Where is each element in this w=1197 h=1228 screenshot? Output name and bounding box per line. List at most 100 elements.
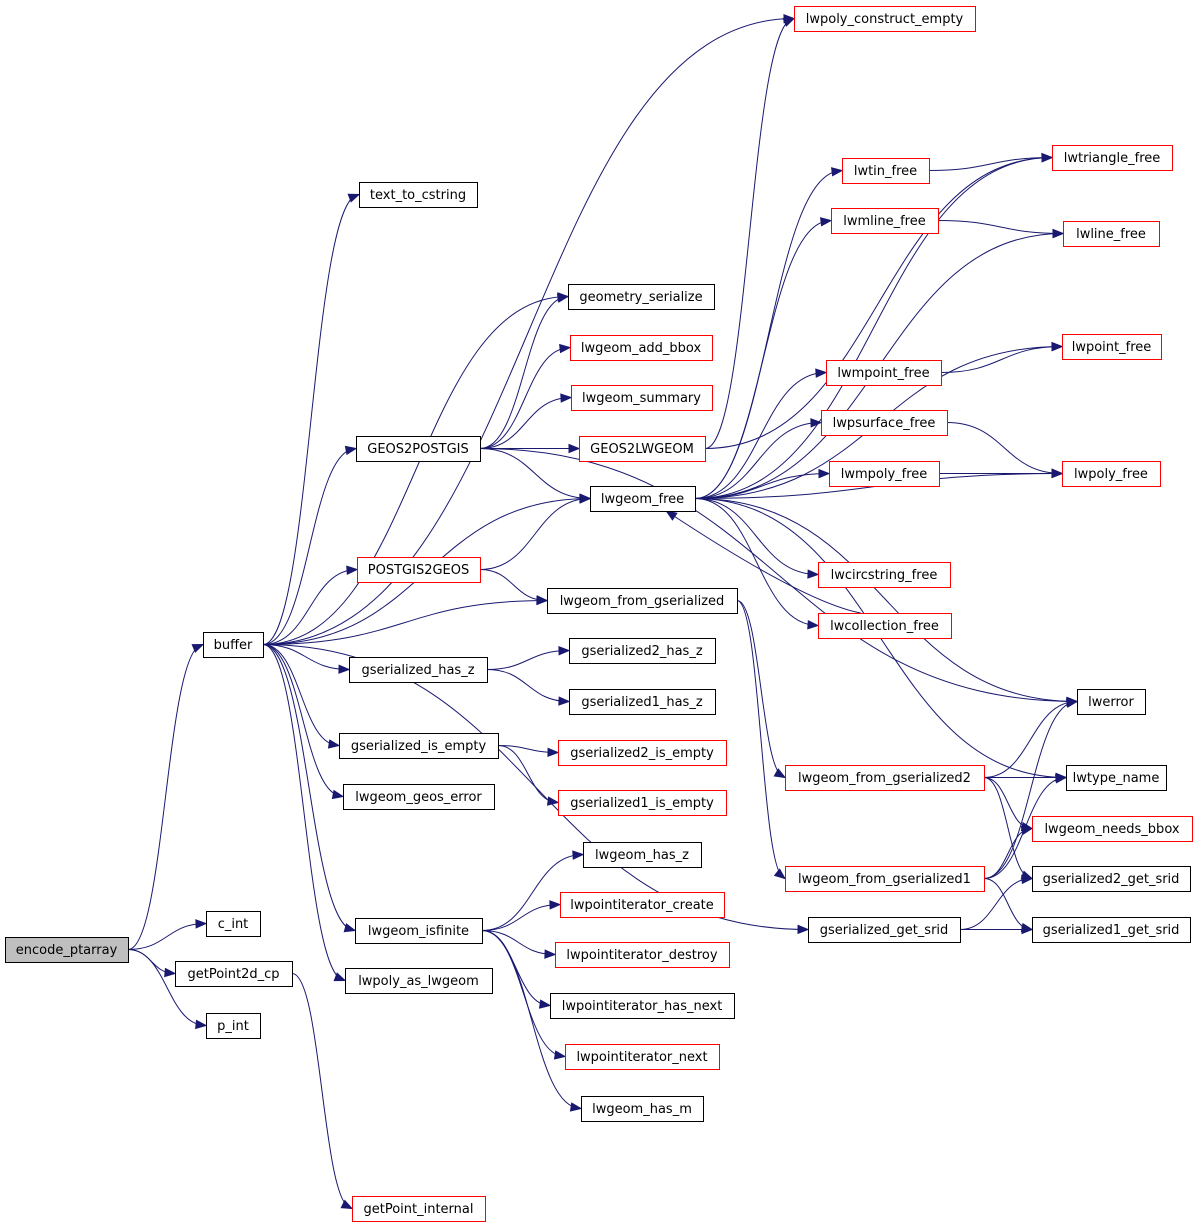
node-box[interactable]: [355, 918, 483, 944]
node-box[interactable]: [550, 993, 735, 1019]
node-geos2postgis[interactable]: GEOS2POSTGIS: [356, 436, 481, 462]
node-box[interactable]: [349, 657, 488, 683]
node-box[interactable]: [345, 968, 493, 994]
node-lwmline-free[interactable]: lwmline_free: [831, 208, 939, 234]
node-lwgeom-needs-bbox[interactable]: lwgeom_needs_bbox: [1032, 816, 1193, 842]
node-encode-ptarray[interactable]: encode_ptarray: [5, 937, 129, 963]
node-box[interactable]: [558, 790, 727, 816]
node-box[interactable]: [579, 436, 706, 462]
node-gserialized-is-empty[interactable]: gserialized_is_empty: [339, 733, 499, 759]
node-box[interactable]: [1077, 689, 1146, 715]
node-geos2lwgeom[interactable]: GEOS2LWGEOM: [579, 436, 706, 462]
node-lwpoly-free[interactable]: lwpoly_free: [1062, 461, 1161, 487]
node-lwgeom-summary[interactable]: lwgeom_summary: [571, 385, 713, 411]
node-box[interactable]: [565, 1044, 720, 1070]
node-box[interactable]: [1032, 816, 1193, 842]
node-lwpoly-as-lwgeom[interactable]: lwpoly_as_lwgeom: [345, 968, 493, 994]
node-box[interactable]: [818, 613, 952, 639]
node-box[interactable]: [1032, 917, 1191, 943]
node-getpoint2d-cp[interactable]: getPoint2d_cp: [175, 961, 293, 987]
node-box[interactable]: [560, 892, 725, 918]
node-lwerror[interactable]: lwerror: [1077, 689, 1146, 715]
node-lwcircstring-free[interactable]: lwcircstring_free: [818, 562, 951, 588]
node-lwcollection-free[interactable]: lwcollection_free: [818, 613, 952, 639]
node-box[interactable]: [1066, 765, 1167, 791]
node-lwgeom-has-z[interactable]: lwgeom_has_z: [583, 842, 702, 868]
node-lwgeom-add-bbox[interactable]: lwgeom_add_bbox: [570, 335, 713, 361]
node-box[interactable]: [818, 562, 951, 588]
node-box[interactable]: [206, 1013, 261, 1039]
node-postgis2geos[interactable]: POSTGIS2GEOS: [357, 557, 481, 583]
node-lwpointiterator-create[interactable]: lwpointiterator_create: [560, 892, 725, 918]
node-lwgeom-geos-error[interactable]: lwgeom_geos_error: [343, 784, 495, 810]
node-box[interactable]: [555, 942, 730, 968]
node-lwpointiterator-next[interactable]: lwpointiterator_next: [565, 1044, 720, 1070]
node-lwgeom-free[interactable]: lwgeom_free: [590, 486, 696, 512]
node-box[interactable]: [808, 917, 961, 943]
node-box[interactable]: [175, 961, 293, 987]
node-box[interactable]: [357, 557, 481, 583]
node-box[interactable]: [206, 911, 261, 937]
node-box[interactable]: [571, 385, 713, 411]
node-box[interactable]: [356, 436, 481, 462]
node-box[interactable]: [570, 335, 713, 361]
node-box[interactable]: [1062, 461, 1161, 487]
node-gserialized2-is-empty[interactable]: gserialized2_is_empty: [558, 740, 727, 766]
node-lwline-free[interactable]: lwline_free: [1063, 221, 1160, 247]
node-box[interactable]: [821, 410, 948, 436]
node-gserialized2-has-z[interactable]: gserialized2_has_z: [569, 638, 716, 664]
node-lwgeom-has-m[interactable]: lwgeom_has_m: [581, 1096, 704, 1122]
node-p-int[interactable]: p_int: [206, 1013, 261, 1039]
node-box[interactable]: [569, 689, 716, 715]
node-c-int[interactable]: c_int: [206, 911, 261, 937]
node-gserialized-has-z[interactable]: gserialized_has_z: [349, 657, 488, 683]
node-box[interactable]: [558, 740, 727, 766]
node-box[interactable]: [569, 638, 716, 664]
node-lwpoly-construct-empty[interactable]: lwpoly_construct_empty: [794, 6, 976, 32]
node-box[interactable]: [568, 284, 715, 310]
node-lwpointiterator-has-next[interactable]: lwpointiterator_has_next: [550, 993, 735, 1019]
node-box[interactable]: [339, 733, 499, 759]
node-box[interactable]: [1062, 334, 1162, 360]
node-lwmpoly-free[interactable]: lwmpoly_free: [829, 461, 940, 487]
node-lwgeom-from-gserialized2[interactable]: lwgeom_from_gserialized2: [785, 765, 985, 791]
node-box[interactable]: [583, 842, 702, 868]
node-lwtype-name[interactable]: lwtype_name: [1066, 765, 1167, 791]
node-box[interactable]: [794, 6, 976, 32]
node-gserialized2-get-srid[interactable]: gserialized2_get_srid: [1032, 866, 1191, 892]
node-box[interactable]: [826, 360, 942, 386]
node-gserialized1-is-empty[interactable]: gserialized1_is_empty: [558, 790, 727, 816]
node-box[interactable]: [352, 1196, 486, 1222]
node-lwmpoint-free[interactable]: lwmpoint_free: [826, 360, 942, 386]
node-getpoint-internal[interactable]: getPoint_internal: [352, 1196, 486, 1222]
node-lwpointiterator-destroy[interactable]: lwpointiterator_destroy: [555, 942, 730, 968]
node-box[interactable]: [5, 937, 129, 963]
node-lwgeom-from-gserialized[interactable]: lwgeom_from_gserialized: [547, 588, 738, 614]
node-lwpoint-free[interactable]: lwpoint_free: [1062, 334, 1162, 360]
node-box[interactable]: [785, 866, 985, 892]
node-text-to-cstring[interactable]: text_to_cstring: [359, 182, 478, 208]
node-box[interactable]: [829, 461, 940, 487]
node-box[interactable]: [1032, 866, 1191, 892]
node-lwtin-free[interactable]: lwtin_free: [842, 158, 930, 184]
node-box[interactable]: [831, 208, 939, 234]
node-box[interactable]: [581, 1096, 704, 1122]
node-box[interactable]: [1052, 145, 1173, 171]
node-gserialized1-has-z[interactable]: gserialized1_has_z: [569, 689, 716, 715]
node-lwgeom-from-gserialized1[interactable]: lwgeom_from_gserialized1: [785, 866, 985, 892]
node-box[interactable]: [547, 588, 738, 614]
node-gserialized1-get-srid[interactable]: gserialized1_get_srid: [1032, 917, 1191, 943]
node-lwpsurface-free[interactable]: lwpsurface_free: [821, 410, 948, 436]
node-box[interactable]: [842, 158, 930, 184]
node-box[interactable]: [590, 486, 696, 512]
node-box[interactable]: [203, 632, 264, 658]
node-lwgeom-isfinite[interactable]: lwgeom_isfinite: [355, 918, 483, 944]
node-lwtriangle-free[interactable]: lwtriangle_free: [1052, 145, 1173, 171]
node-buffer[interactable]: buffer: [203, 632, 264, 658]
node-box[interactable]: [1063, 221, 1160, 247]
node-box[interactable]: [343, 784, 495, 810]
node-box[interactable]: [785, 765, 985, 791]
node-geometry-serialize[interactable]: geometry_serialize: [568, 284, 715, 310]
node-gserialized-get-srid[interactable]: gserialized_get_srid: [808, 917, 961, 943]
node-box[interactable]: [359, 182, 478, 208]
